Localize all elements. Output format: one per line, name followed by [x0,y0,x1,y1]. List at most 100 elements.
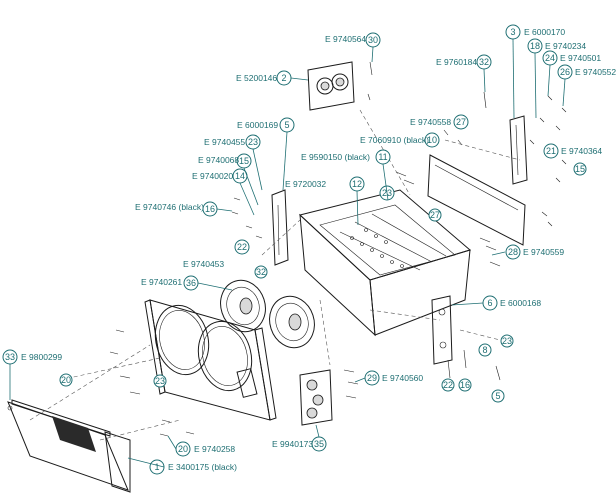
callout-16b: 16 [458,378,472,392]
callout-number: 32 [479,57,489,67]
part-labels: E 9740564 E 5200146 E 9760184 E 6000170 … [21,27,616,472]
callout-number: 24 [545,53,555,63]
callout-1: 1 [149,459,165,475]
speaker-baffle [144,299,277,421]
callout-number: 5 [495,391,500,401]
callout-33: 33 [2,349,18,365]
callout-number: 27 [430,210,440,220]
callout-16: 16 [202,201,218,217]
callout-21: 21 [543,143,559,159]
callout-number: 22 [443,380,453,390]
label-e9740559: E 9740559 [523,247,564,257]
callout-number: 36 [186,278,196,288]
label-e9720032: E 9720032 [285,179,326,189]
callout-number: 18 [530,41,540,51]
callout-number: 33 [5,352,15,362]
callout-27b: 27 [428,208,442,222]
callout-number: 28 [508,247,518,257]
callout-number: 23 [248,137,258,147]
main-enclosure [298,189,472,337]
callout-number: 5 [284,120,289,130]
callout-number: 20 [61,375,71,385]
callout-23a: 23 [245,134,261,150]
callout-number: 26 [560,67,570,77]
callout-32b: 32 [254,265,268,279]
label-e9760184: E 9760184 [436,57,477,67]
label-e9940173: E 9940173 [272,439,313,449]
callout-number: 3 [510,27,515,37]
callout-number: 29 [367,373,377,383]
label-e6000169: E 6000169 [237,120,278,130]
callout-number: 23 [155,376,165,386]
callout-number: 8 [482,345,487,355]
label-e9740746: E 9740746 (black) [135,202,204,212]
callout-30: 30 [365,32,381,48]
callout-11: 11 [375,149,391,165]
callout-26: 26 [557,64,573,80]
callout-23c: 23 [500,334,514,348]
callout-5b: 5 [491,389,505,403]
callout-number: 35 [314,439,324,449]
callout-number: 6 [487,298,492,308]
callout-32: 32 [476,54,492,70]
label-e6000168: E 6000168 [500,298,541,308]
callout-number: 1 [154,462,159,472]
callout-number: 2 [281,73,286,83]
callout-22b: 22 [441,378,455,392]
leader-lines [9,38,566,468]
callout-35: 35 [311,436,327,452]
label-e3400175: E 3400175 (black) [168,462,237,472]
label-e9740564: E 9740564 [325,34,366,44]
label-e9740455: E 9740455 [204,137,245,147]
terminal-connector [307,61,355,111]
callout-23d: 23 [153,374,167,388]
callout-number: 21 [546,146,556,156]
callout-8: 8 [478,343,492,357]
side-bracket [431,295,453,365]
callout-18: 18 [527,38,543,54]
label-e9740501: E 9740501 [560,53,601,63]
callout-20b: 20 [175,441,191,457]
callout-number: 12 [352,179,362,189]
callout-number: 11 [378,152,387,162]
rear-plate [427,154,526,246]
callout-36: 36 [183,275,199,291]
callout-6: 6 [482,295,498,311]
callout-2: 2 [276,70,292,86]
callout-number: 32 [256,267,266,277]
label-e9740020: E 9740020 [192,171,233,181]
label-e9800299: E 9800299 [21,352,62,362]
callout-number: 14 [235,171,245,181]
label-e9740552: E 9740552 [575,67,616,77]
callout-number: 16 [205,204,215,214]
callout-number: 30 [368,35,378,45]
callout-number: 23 [502,336,512,346]
label-e9740558: E 9740558 [410,117,451,127]
label-e9740560: E 9740560 [382,373,423,383]
crossover-board [299,369,333,426]
callout-29: 29 [364,370,380,386]
fasteners [109,61,567,437]
callout-15: 15 [236,153,252,169]
callout-12: 12 [349,176,365,192]
callout-15b: 15 [573,162,587,176]
callout-22: 22 [234,239,250,255]
callout-number: 16 [460,380,470,390]
label-e9740258: E 9740258 [194,444,235,454]
callouts: 30 2 32 3 18 24 26 27 10 5 23 15 14 11 1… [2,24,587,475]
label-e9740261: E 9740261 [141,277,182,287]
callout-number: 15 [575,164,585,174]
callout-27: 27 [453,114,469,130]
callout-number: 15 [239,156,249,166]
woofer-drivers [220,279,315,349]
callout-3: 3 [505,24,521,40]
label-e7060910: E 7060910 (black) [360,135,429,145]
callout-10: 10 [424,132,440,148]
left-bracket [271,189,289,266]
callout-5: 5 [279,117,295,133]
callout-24: 24 [542,50,558,66]
callout-28: 28 [505,244,521,260]
label-e9740453: E 9740453 [183,259,224,269]
label-e9590150: E 9590150 (black) [301,152,370,162]
